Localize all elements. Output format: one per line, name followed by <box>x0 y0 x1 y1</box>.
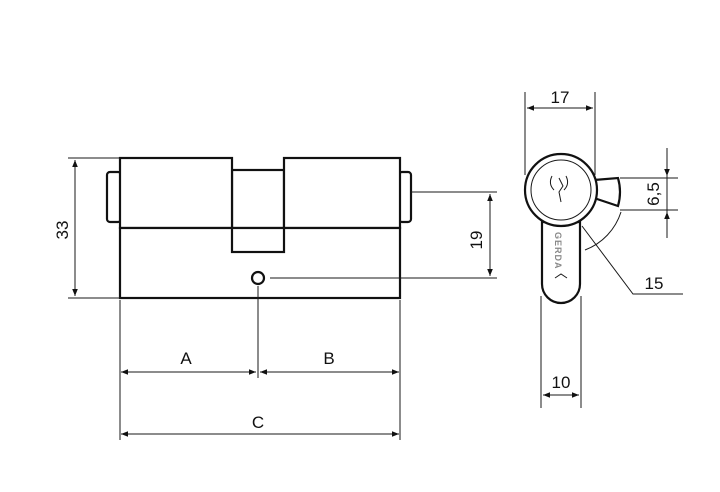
b-label: B <box>323 349 334 368</box>
cam-lobe <box>592 176 622 208</box>
keyway-icon <box>549 175 569 203</box>
a-label: A <box>180 349 192 368</box>
side-view-dimensions: 33 19 A B C <box>53 157 497 440</box>
end-view-dimensions: 17 10 6,5 15 <box>524 88 683 408</box>
plug-face <box>530 159 592 221</box>
profile-tail <box>540 220 582 305</box>
cam-offset-label: 19 <box>467 231 486 250</box>
profile-head <box>523 152 599 228</box>
radius-leader-line <box>581 225 683 295</box>
cam <box>230 226 286 254</box>
left-plug-housing <box>118 156 234 230</box>
cylinder-side-view <box>105 156 413 300</box>
fixing-screw-hole <box>250 270 266 286</box>
cam-width-label: 6,5 <box>644 182 663 206</box>
cam-radius-arc <box>584 211 622 251</box>
c-label: C <box>252 413 264 432</box>
radius-label: 15 <box>645 274 664 293</box>
brand-logo: GERDA <box>553 232 563 270</box>
width-label: 17 <box>551 88 570 107</box>
right-plug-housing <box>282 156 402 230</box>
height-label: 33 <box>53 221 72 240</box>
center-section <box>230 168 286 232</box>
cylinder-end-view: GERDA <box>523 152 622 305</box>
tail-width-label: 10 <box>552 373 571 392</box>
